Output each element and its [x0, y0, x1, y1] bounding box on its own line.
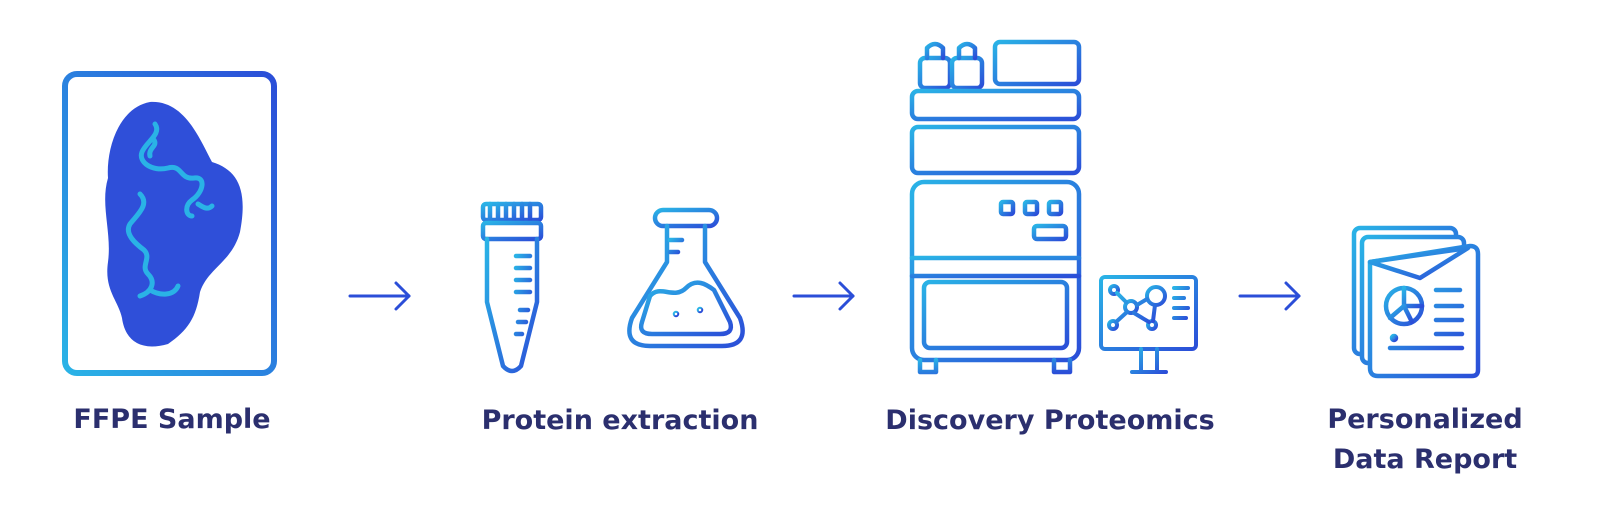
step-label-personalized-data-report: Personalized Data Report [1300, 400, 1550, 480]
centrifuge-tube-icon [480, 201, 544, 374]
arrow-1 [348, 281, 411, 311]
network-graph-icon [1107, 284, 1167, 331]
report-documents-icon [1351, 225, 1481, 379]
solvent-bottles-icon [917, 41, 985, 91]
tissue-sample-shape [105, 101, 243, 347]
ffpe-slide-icon [62, 71, 277, 376]
conical-flask-icon [627, 207, 745, 349]
tissue-vessels [126, 121, 215, 299]
arrow-2 [792, 281, 855, 311]
computer-monitor-icon [1099, 275, 1198, 374]
pie-chart-icon [1383, 285, 1425, 327]
arrow-3 [1238, 281, 1301, 311]
step-label-ffpe-sample: FFPE Sample [73, 404, 271, 435]
report-label-line-2: Data Report [1332, 444, 1518, 475]
step-label-protein-extraction: Protein extraction [481, 405, 759, 436]
step-label-discovery-proteomics: Discovery Proteomics [885, 405, 1215, 436]
report-label-line-1: Personalized [1327, 404, 1523, 435]
mass-spectrometer-icon [909, 39, 1082, 375]
